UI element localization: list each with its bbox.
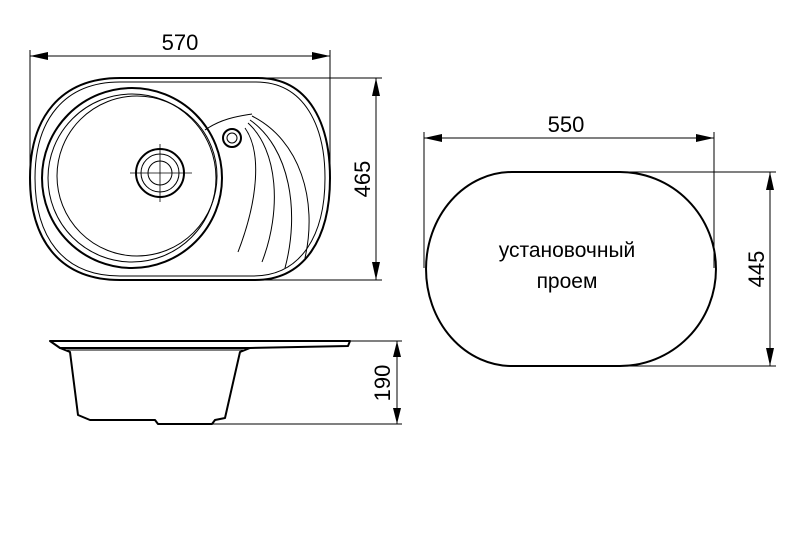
- side-view-bowl: [59, 347, 251, 425]
- cutout-label-line1: установочный: [499, 239, 636, 262]
- sink-side-view: 190: [49, 340, 402, 425]
- dimension-label-550: 550: [548, 112, 585, 137]
- dimension-label-465: 465: [350, 161, 375, 198]
- dimension-label-570: 570: [162, 30, 199, 55]
- cutout-label-line2: проем: [537, 270, 598, 293]
- dimension-height-445: 445: [620, 171, 776, 367]
- dimension-height-465: 465: [255, 77, 382, 281]
- bowl-outer: [41, 87, 223, 269]
- drain-icon: [130, 144, 192, 202]
- dimension-width-570: 570: [29, 30, 331, 175]
- installation-cutout: установочный проем 550 445: [423, 112, 776, 367]
- bowl-bottom: [56, 95, 218, 257]
- side-view-rim: [49, 340, 351, 349]
- sink-top-view: 570 465: [29, 30, 382, 281]
- sink-rim-contour: [34, 81, 326, 277]
- dimension-depth-190: 190: [212, 340, 402, 425]
- sink-outer-contour: [29, 77, 331, 281]
- overflow-hole-icon: [222, 128, 242, 148]
- dimension-label-190: 190: [370, 365, 395, 402]
- dimension-width-550: 550: [423, 112, 715, 268]
- cutout-contour: [425, 171, 717, 367]
- dimension-label-445: 445: [744, 251, 769, 288]
- drainboard-grooves: [204, 113, 310, 269]
- bowl-inner: [47, 93, 217, 263]
